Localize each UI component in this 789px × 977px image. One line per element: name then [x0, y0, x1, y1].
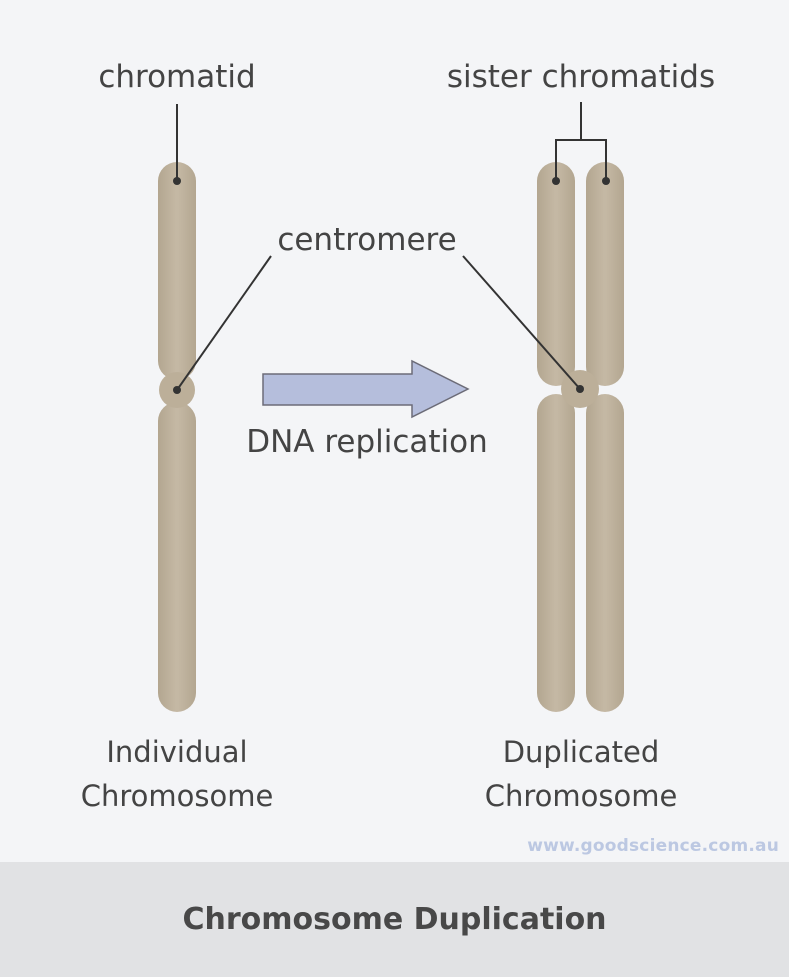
duplicated-centromere-dot	[576, 385, 584, 393]
individual-lower-arm	[158, 402, 196, 712]
chromosome-diagram: chromatid sister chromatids centromere D…	[81, 59, 715, 813]
individual-upper-arm	[158, 162, 196, 380]
duplicated-chromosome	[537, 162, 624, 712]
left-chromatid-lower-arm	[537, 394, 575, 712]
centromere-leader-right	[462, 255, 581, 390]
label-duplicated-line1: Duplicated	[503, 735, 660, 769]
individual-chromosome	[158, 162, 196, 712]
centromere-leader-left	[176, 255, 272, 391]
individual-centromere-dot	[173, 386, 181, 394]
label-chromatid: chromatid	[98, 59, 255, 95]
label-sister-chromatids: sister chromatids	[447, 59, 715, 95]
label-centromere: centromere	[277, 222, 456, 258]
label-individual-line1: Individual	[106, 735, 247, 769]
left-chromatid-upper-arm	[537, 162, 575, 386]
left-sister-dot	[552, 177, 560, 185]
right-chromatid-upper-arm	[586, 162, 624, 386]
leader-dots	[173, 177, 610, 394]
right-sister-dot	[602, 177, 610, 185]
label-individual-line2: Chromosome	[81, 779, 274, 813]
label-dna-replication: DNA replication	[246, 424, 488, 460]
chromatid-dot	[173, 177, 181, 185]
watermark-url: www.goodscience.com.au	[527, 836, 779, 856]
label-duplicated-line2: Chromosome	[485, 779, 678, 813]
right-chromatid-lower-arm	[586, 394, 624, 712]
replication-arrow	[262, 359, 470, 419]
leader-lines	[176, 102, 607, 391]
footer-bar: Chromosome Duplication	[0, 862, 789, 977]
footer-title: Chromosome Duplication	[182, 902, 607, 937]
